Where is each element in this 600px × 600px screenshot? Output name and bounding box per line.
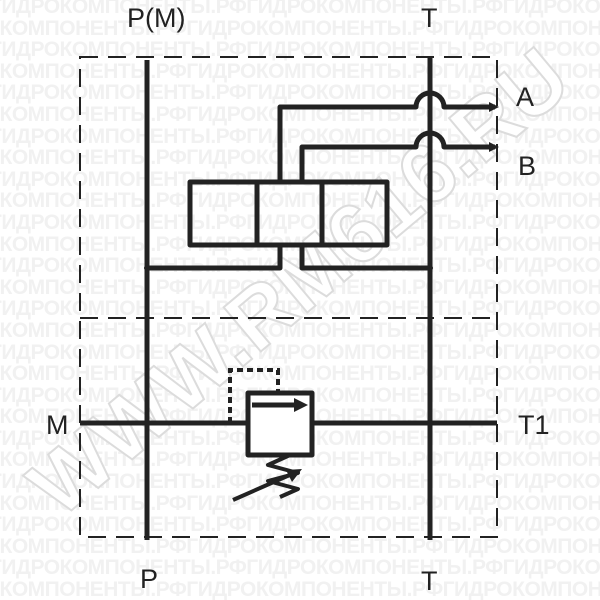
pilot-line bbox=[228, 368, 280, 423]
watermark-row: ГИДРОКОМПОНЕНТЫ.РФГИДРОКОМПОНЕНТЫ.РФГИДР… bbox=[0, 578, 600, 600]
junction-dot bbox=[144, 265, 150, 271]
watermark-row: ГИДРОКОМПОНЕНТЫ.РФГИДРОКОМПОНЕНТЫ.РФГИДР… bbox=[0, 491, 600, 515]
watermark-row: ГИДРОКОМПОНЕНТЫ.РФГИДРОКОМПОНЕНТЫ.РФГИДР… bbox=[0, 59, 600, 83]
watermark-row: ГИДРОКОМПОНЕНТЫ.РФГИДРОКОМПОНЕНТЫ.РФГИДР… bbox=[0, 556, 600, 580]
port-b-arrow bbox=[489, 142, 499, 152]
component-boundary bbox=[79, 56, 498, 538]
port-label-m: M bbox=[46, 410, 69, 440]
port-label-t-top: T bbox=[421, 3, 438, 33]
valve-t-connection bbox=[299, 245, 430, 271]
work-line-a bbox=[277, 90, 495, 180]
watermark-row: ГИДРОКОМПОНЕНТЫ.РФГИДРОКОМПОНЕНТЫ.РФГИДР… bbox=[0, 448, 600, 472]
port-label-t-bottom: T bbox=[421, 566, 438, 596]
adjust-arrow bbox=[232, 472, 293, 502]
watermark-row: ГИДРОКОМПОНЕНТЫ.РФГИДРОКОМПОНЕНТЫ.РФГИДР… bbox=[0, 210, 600, 234]
watermark-row: ГИДРОКОМПОНЕНТЫ.РФГИДРОКОМПОНЕНТЫ.РФГИДР… bbox=[0, 362, 600, 386]
adjust-arrow-head bbox=[286, 469, 302, 482]
port-label-b: B bbox=[518, 151, 536, 181]
port-label-t1: T1 bbox=[518, 410, 550, 440]
watermark-row: ГИДРОКОМПОНЕНТЫ.РФГИДРОКОМПОНЕНТЫ.РФГИДР… bbox=[0, 470, 600, 494]
watermark-row: ГИДРОКОМПОНЕНТЫ.РФГИДРОКОМПОНЕНТЫ.РФГИДР… bbox=[0, 189, 600, 213]
watermark-row: ГИДРОКОМПОНЕНТЫ.РФГИДРОКОМПОНЕНТЫ.РФГИДР… bbox=[0, 534, 600, 558]
watermark-row: ГИДРОКОМПОНЕНТЫ.РФГИДРОКОМПОНЕНТЫ.РФГИДР… bbox=[0, 38, 600, 62]
port-label-p-bottom: P bbox=[140, 564, 158, 594]
flow-arrow-head bbox=[294, 398, 308, 412]
port-label-a: A bbox=[516, 82, 534, 112]
work-line-b bbox=[299, 130, 495, 180]
watermark-row: ГИДРОКОМПОНЕНТЫ.РФГИДРОКОМПОНЕНТЫ.РФГИДР… bbox=[0, 340, 600, 364]
watermark-row: ГИДРОКОМПОНЕНТЫ.РФГИДРОКОМПОНЕНТЫ.РФГИДР… bbox=[0, 16, 600, 40]
valve-p-connection bbox=[147, 245, 283, 271]
port-label-p-m: P(M) bbox=[127, 3, 185, 33]
junction-dot bbox=[427, 265, 433, 271]
watermark-row: ГИДРОКОМПОНЕНТЫ.РФГИДРОКОМПОНЕНТЫ.РФГИДР… bbox=[0, 297, 600, 321]
junction-dot bbox=[427, 420, 433, 426]
watermark-row: ГИДРОКОМПОНЕНТЫ.РФГИДРОКОМПОНЕНТЫ.РФГИДР… bbox=[0, 275, 600, 299]
watermark-row: ГИДРОКОМПОНЕНТЫ.РФГИДРОКОМПОНЕНТЫ.РФГИДР… bbox=[0, 124, 600, 148]
junction-dot bbox=[144, 420, 150, 426]
directional-valve bbox=[187, 179, 390, 248]
watermark-row: ГИДРОКОМПОНЕНТЫ.РФГИДРОКОМПОНЕНТЫ.РФГИДР… bbox=[0, 81, 600, 105]
watermark-row: ГИДРОКОМПОНЕНТЫ.РФГИДРОКОМПОНЕНТЫ.РФГИДР… bbox=[0, 318, 600, 342]
port-a-arrow bbox=[489, 102, 499, 112]
watermark-row: ГИДРОКОМПОНЕНТЫ.РФГИДРОКОМПОНЕНТЫ.РФГИДР… bbox=[0, 513, 600, 537]
watermark-row: ГИДРОКОМПОНЕНТЫ.РФГИДРОКОМПОНЕНТЫ.РФГИДР… bbox=[0, 0, 600, 18]
